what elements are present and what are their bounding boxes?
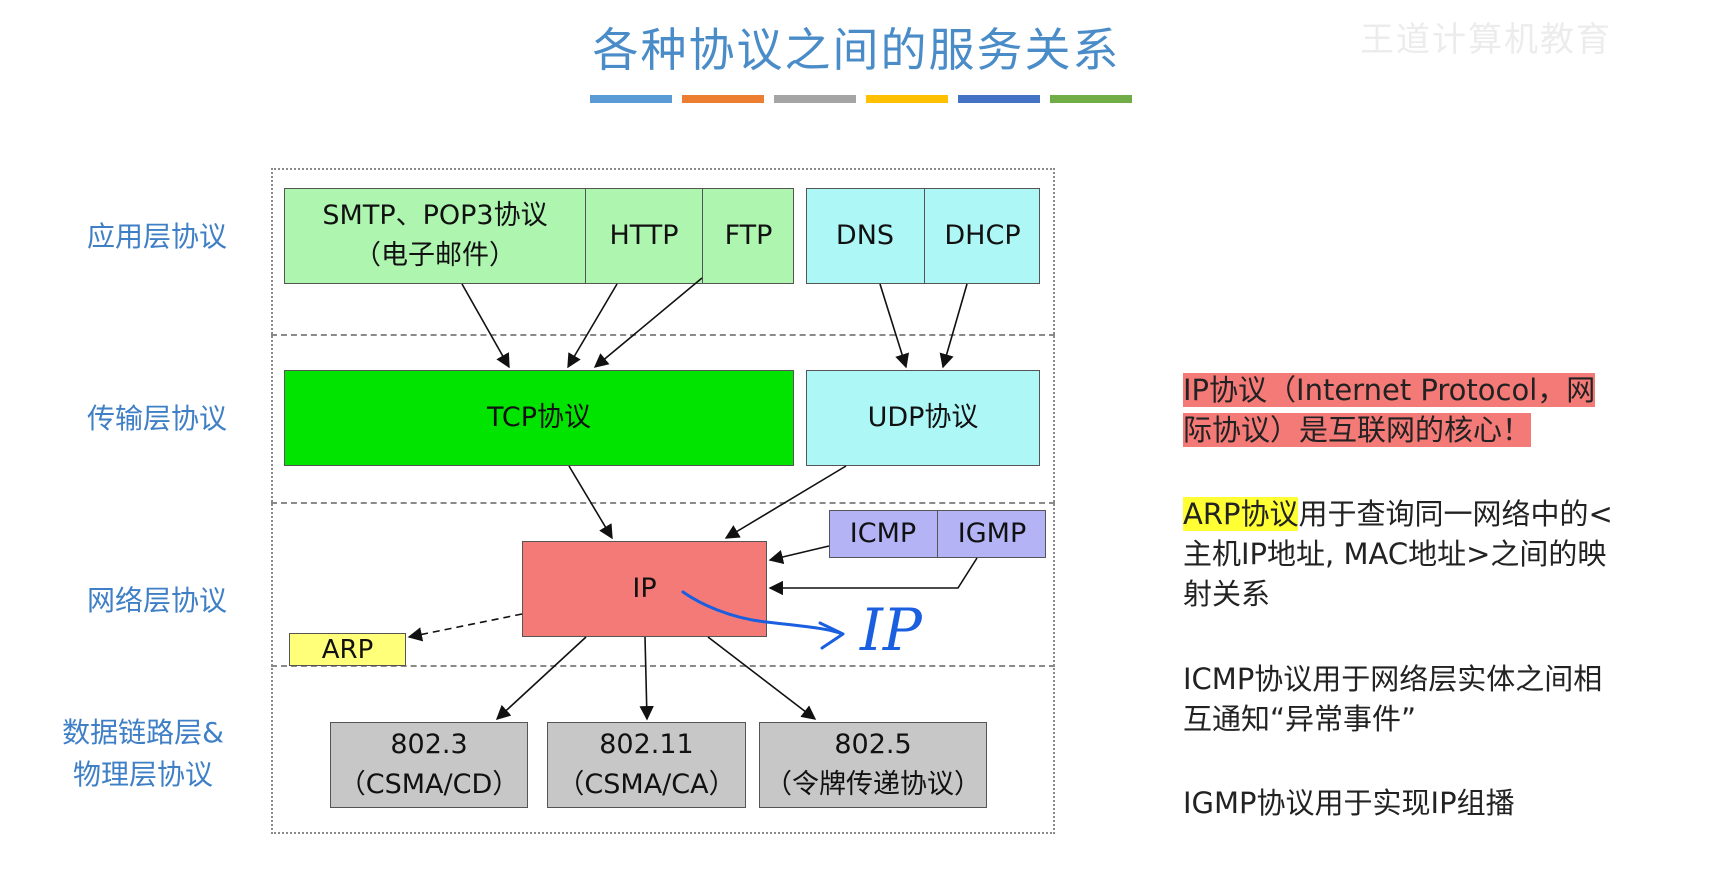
arrow-dhcp-to-udp (939, 283, 968, 369)
email-label: （电子邮件） (354, 240, 516, 271)
title-bar-3 (774, 95, 856, 103)
app-separator-2 (702, 188, 703, 284)
igmp-note: IGMP协议用于实现IP组播 (1183, 786, 1515, 820)
arp-box: ARP (289, 633, 406, 666)
arp-note-text: 用于查询同一网络中的<主机IP地址, MAC地址>之间的映射关系 (1183, 497, 1613, 611)
handwritten-ip: IP (859, 596, 923, 664)
ieee-802-3-box: 802.3 （CSMA/CD） (330, 722, 528, 808)
arrow-udp-to-ip (724, 465, 847, 539)
arrow-tcp-to-ip (568, 465, 613, 540)
app-tcp-group (284, 188, 794, 284)
ftp-box: FTP (724, 220, 773, 251)
title-bar-1 (590, 95, 672, 103)
icmp-note: ICMP协议用于网络层实体之间相互通知“异常事件” (1183, 662, 1603, 736)
http-box: HTTP (609, 220, 679, 251)
title-bar-2 (682, 95, 764, 103)
handwritten-arrowhead (818, 621, 845, 650)
arrow-icmp-to-ip (768, 545, 830, 565)
layer-divider-1 (271, 334, 1055, 336)
ip-note: IP协议（Internet Protocol，网际协议）是互联网的核心！ (1183, 370, 1623, 450)
dhcp-box: DHCP (944, 220, 1021, 251)
ieee-802-11-box: 802.11 （CSMA/CA） (547, 722, 746, 808)
layer-divider-2 (271, 502, 1055, 504)
arrow-ip-to-802-11 (639, 636, 654, 721)
arrow-ip-to-802-5 (707, 636, 817, 720)
app-udp-group (806, 188, 1040, 284)
watermark: 王道计算机教育 (1360, 20, 1612, 60)
udp-box: UDP协议 (806, 370, 1040, 466)
dns-box: DNS (835, 220, 895, 251)
icmp-box: ICMP (849, 518, 917, 549)
layer-label-application: 应用层协议 (86, 220, 227, 253)
handwritten-arrow (681, 590, 844, 636)
ieee-802-5-label: 802.5 (834, 729, 912, 760)
app-separator-3 (924, 188, 925, 284)
app-separator-1 (585, 188, 586, 284)
layer-label-link-line2: 物理层协议 (72, 758, 213, 791)
arp-note: ARP协议用于查询同一网络中的<主机IP地址, MAC地址>之间的映射关系 (1183, 494, 1623, 614)
igmp-box: IGMP (957, 518, 1027, 549)
csma-ca-label: （CSMA/CA） (557, 769, 736, 800)
arrow-ip-to-802-3 (495, 636, 587, 720)
layer-divider-3 (271, 665, 1055, 667)
arrow-igmp-to-ip (768, 557, 978, 596)
title-bar-5 (958, 95, 1040, 103)
ip-box: IP (522, 541, 767, 637)
title-bar-6 (1050, 95, 1132, 103)
ieee-802-3-label: 802.3 (390, 729, 468, 760)
arp-note-highlight: ARP协议 (1183, 497, 1299, 531)
page-title: 各种协议之间的服务关系 (592, 23, 1121, 77)
arrow-ip-to-arp (407, 613, 523, 642)
diagram-frame (271, 168, 1055, 834)
ieee-802-5-box: 802.5 （令牌传递协议） (759, 722, 987, 808)
smtp-pop3-label: SMTP、POP3协议 (322, 200, 548, 231)
tcp-box: TCP协议 (284, 370, 794, 466)
layer-label-link: 数据链路层& 物理层协议 (38, 712, 248, 796)
arrow-ftp-to-tcp (593, 277, 703, 368)
icmp-igmp-separator (937, 510, 938, 558)
layer-label-transport: 传输层协议 (86, 402, 227, 435)
smtp-pop3-box: SMTP、POP3协议 （电子邮件） (284, 188, 586, 284)
ieee-802-11-label: 802.11 (599, 729, 694, 760)
csma-cd-label: （CSMA/CD） (338, 769, 520, 800)
arrow-smtp-to-tcp (461, 283, 510, 369)
arrow-dns-to-udp (879, 283, 909, 369)
layer-label-network: 网络层协议 (86, 584, 227, 617)
token-passing-label: （令牌传递协议） (765, 769, 981, 800)
title-bar-4 (866, 95, 948, 103)
arrow-http-to-tcp (567, 283, 618, 369)
layer-label-link-line1: 数据链路层& (62, 716, 224, 749)
ip-note-text: IP协议（Internet Protocol，网际协议）是互联网的核心！ (1183, 373, 1596, 447)
